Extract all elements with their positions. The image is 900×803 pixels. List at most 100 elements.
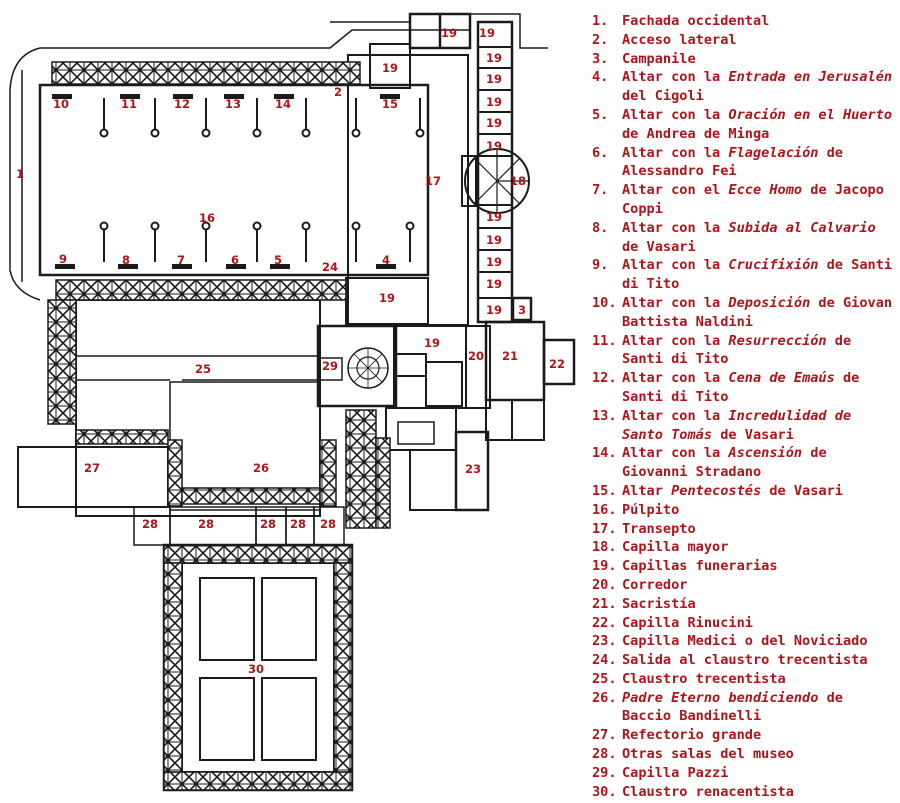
legend-text: Sacristía [622, 595, 696, 612]
legend-artwork-title: Subida al Calvario [728, 219, 876, 236]
legend-number: 13. [592, 407, 617, 424]
legend-number: 17. [592, 520, 617, 537]
legend-text: Altar con la [622, 257, 729, 274]
legend-number: 27. [592, 727, 617, 744]
legend-text: de Alessandro Fei [622, 144, 843, 180]
legend-text: Acceso lateral [622, 31, 737, 48]
legend-text: Otras salas del museo [622, 746, 794, 763]
legend-item: 18.Capilla mayor [592, 538, 898, 557]
legend-text: Altar con la [622, 69, 729, 86]
legend-artwork-title: Ecce Homo [728, 182, 803, 199]
legend-number: 1. [592, 13, 609, 29]
legend-text: de Santi di Tito [622, 370, 860, 405]
legend-item: 21. Sacristía [592, 595, 898, 614]
plan-label-5: 5 [274, 253, 282, 267]
legend-artwork-title: Oración en el Huerto [728, 106, 893, 123]
legend-text: Claustro trecentista [622, 670, 786, 687]
legend-number: 26. [592, 689, 617, 706]
legend-item: 11.Altar con la Resurrección de Santi di… [592, 332, 898, 370]
cross-hatched-walls [47, 61, 391, 791]
legend-artwork-title: Deposición [728, 294, 811, 311]
plan-label-6: 6 [231, 253, 239, 267]
plan-label-19: 19 [486, 210, 502, 224]
legend-artwork-title: Padre Eterno bendiciendo [622, 689, 819, 706]
legend-number: 2. [592, 31, 609, 48]
legend-item: 9.Altar con la Crucifixión de Santi di T… [592, 256, 898, 294]
legend-number: 7. [592, 182, 609, 199]
legend-number: 12. [592, 370, 617, 387]
legend-number: 5. [592, 106, 609, 123]
plan-label-19: 19 [479, 26, 495, 40]
plan-label-23: 23 [465, 462, 481, 476]
legend-item: 17.Transepto [592, 520, 898, 539]
legend-number: 28. [592, 746, 617, 763]
plan-label-12: 12 [174, 97, 190, 111]
legend-item: 12.Altar con la Cena de Emaús de Santi d… [592, 369, 898, 407]
legend-text: Salida al claustro trecentista [622, 652, 868, 669]
legend-text: Capilla Pazzi [622, 764, 729, 781]
plan-label-26: 26 [253, 461, 269, 475]
plan-label-19: 19 [486, 116, 502, 130]
legend-item: 25. Claustro trecentista [592, 670, 898, 689]
legend-text: Corredor [622, 576, 688, 593]
plan-label-16: 16 [199, 211, 215, 225]
plan-label-14: 14 [275, 97, 291, 111]
plan-label-9: 9 [59, 252, 67, 266]
legend-item: 10.Altar con la Deposición de Giovan Bat… [592, 294, 898, 332]
plan-label-19: 19 [486, 72, 502, 86]
plan-label-28: 28 [320, 517, 336, 531]
legend-number: 16. [592, 501, 617, 518]
legend-item: 6.Altar con la Flagelación de Alessandro… [592, 144, 898, 182]
legend-artwork-title: Incredulidad de Santo Tomás [622, 407, 852, 443]
legend-text: de Giovan Battista Naldini [622, 294, 893, 330]
legend-number: 8. [592, 219, 609, 236]
legend-text: de Vasari [712, 426, 794, 443]
legend-text: Capillas funerarias [622, 558, 778, 575]
legend-item: 7.Altar con el Ecce Homo de Jacopo Coppi [592, 181, 898, 219]
altar-plinths [52, 94, 400, 269]
legend-item: 23.Capilla Medici o del Noviciado [592, 632, 898, 651]
legend-text: Altar con la [622, 445, 729, 462]
legend-number: 6. [592, 144, 609, 161]
legend-artwork-title: Flagelación [728, 144, 819, 161]
plan-label-4: 4 [382, 253, 390, 267]
legend-item: 19.Capillas funerarias [592, 557, 898, 576]
plan-label-2: 2 [334, 85, 342, 99]
legend-text: Altar con la [622, 332, 729, 349]
legend-number: 21. [592, 595, 617, 612]
legend-text: Claustro renacentista [622, 783, 794, 800]
plan-label-25: 25 [195, 362, 211, 376]
plan-label-3: 3 [518, 303, 526, 317]
legend-item: 2. Acceso lateral [592, 31, 898, 50]
legend-item: 13. Altar con la Incredulidad de Santo To… [592, 407, 898, 445]
legend-item: 20. Corredor [592, 576, 898, 595]
plan-label-18: 18 [510, 174, 526, 188]
legend-artwork-title: Cena de Emaús [728, 370, 835, 387]
plan-label-19: 19 [424, 336, 440, 350]
legend-text: Altar con la [622, 407, 729, 424]
plan-label-19: 19 [379, 291, 395, 305]
legend-number: 25. [592, 670, 617, 687]
plan-label-22: 22 [549, 357, 565, 371]
legend-item: 14.Altar con la Ascensión de Giovanni St… [592, 444, 898, 482]
legend-text: Altar con la [622, 219, 729, 236]
plan-label-19: 19 [486, 139, 502, 153]
legend-item: 1.Fachada occidental [592, 12, 898, 31]
legend-number: 20. [592, 576, 617, 593]
legend-number: 30. [592, 783, 617, 800]
legend-text: Altar con la [622, 294, 729, 311]
plan-label-13: 13 [225, 97, 241, 111]
legend-text: de Jacopo Coppi [622, 182, 884, 217]
legend-text: Capilla Medici o del Noviciado [622, 633, 868, 650]
legend-text: de Giovanni Stradano [622, 445, 827, 481]
legend-item: 15.Altar Pentecostés de Vasari [592, 482, 898, 501]
plan-label-19: 19 [486, 51, 502, 65]
legend-item: 29.Capilla Pazzi [592, 764, 898, 783]
legend-text: Altar [622, 482, 672, 499]
plan-label-8: 8 [122, 253, 130, 267]
legend-text: de Vasari [622, 238, 696, 255]
plan-label-24: 24 [322, 260, 338, 274]
plan-label-19: 19 [486, 95, 502, 109]
legend-text: del Cigoli [622, 88, 704, 105]
plan-label-11: 11 [121, 97, 137, 111]
